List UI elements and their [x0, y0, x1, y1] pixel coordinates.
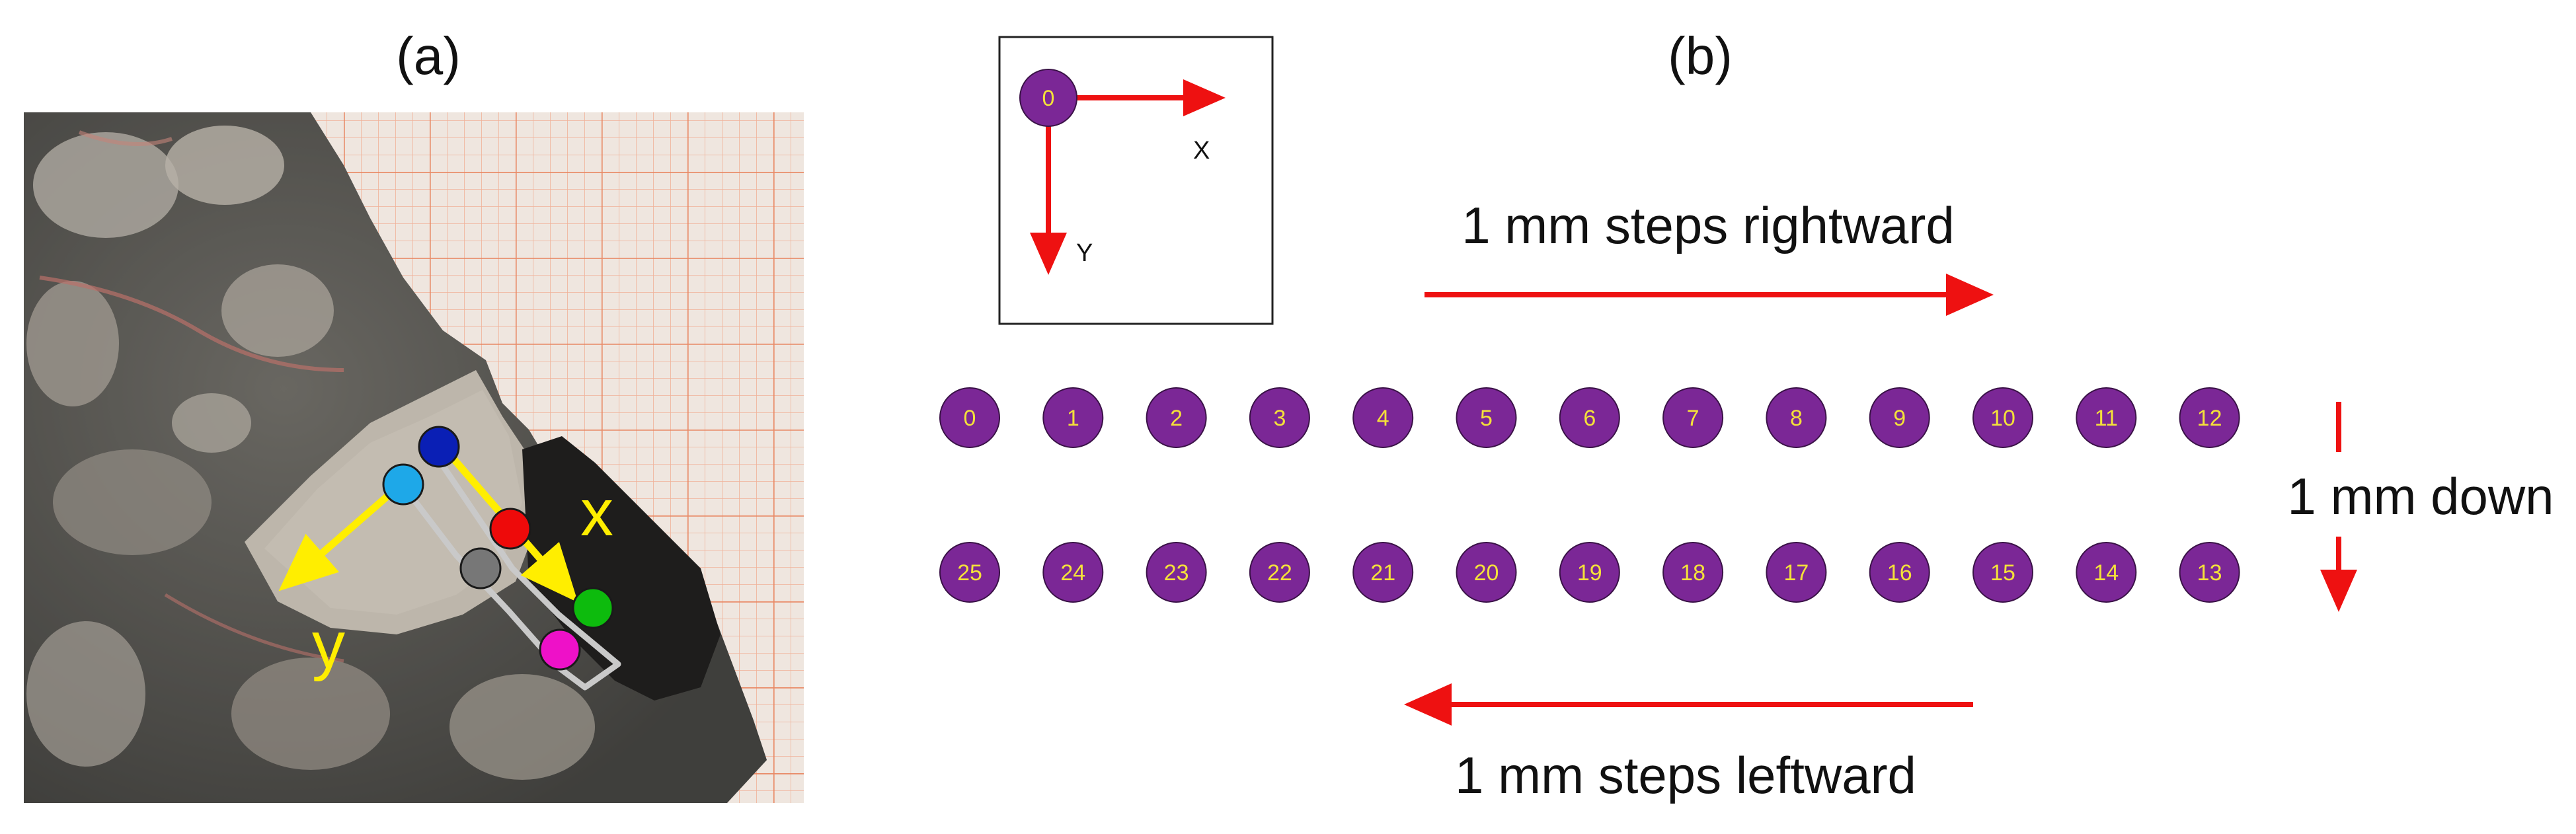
measurement-point-label-6: 6: [1583, 406, 1596, 431]
top-caption: 1 mm steps rightward: [1462, 196, 1955, 254]
measurement-point-21: [1352, 542, 1414, 603]
panel-a-label: (a): [396, 26, 461, 85]
inset-origin-dot: [1019, 69, 1077, 127]
measurement-point-19: [1559, 542, 1620, 603]
inset-x-label: X: [1193, 137, 1210, 165]
rock-photo: [24, 112, 804, 803]
measurement-point-25: [939, 542, 1000, 603]
measurement-point-22: [1249, 542, 1310, 603]
measurement-point-1: [1042, 387, 1104, 448]
inset-origin-label: 0: [1042, 86, 1055, 111]
measurement-point-11: [2076, 387, 2137, 448]
measurement-point-label-24: 24: [1060, 560, 1085, 586]
marker-gray: [459, 547, 502, 589]
measurement-point-18: [1662, 542, 1724, 603]
measurement-point-label-8: 8: [1790, 406, 1803, 431]
marker-blue: [418, 426, 460, 468]
marker-magenta: [539, 628, 581, 671]
right-caption: 1 mm down: [2287, 467, 2554, 525]
measurement-point-3: [1249, 387, 1310, 448]
measurement-point-label-9: 9: [1893, 406, 1906, 431]
measurement-point-label-13: 13: [2197, 560, 2222, 586]
measurement-point-16: [1869, 542, 1930, 603]
measurement-point-label-14: 14: [2093, 560, 2119, 586]
inset-y-label: Y: [1076, 239, 1093, 267]
measurement-point-label-5: 5: [1480, 406, 1493, 431]
measurement-point-label-23: 23: [1164, 560, 1189, 586]
measurement-row-2: 25 24 23 22 21 20 19 18 17 16 15 14 13: [939, 542, 2240, 603]
measurement-point-4: [1352, 387, 1414, 448]
measurement-point-24: [1042, 542, 1104, 603]
measurement-point-label-16: 16: [1887, 560, 1912, 586]
coordinate-inset: 0 X Y: [998, 36, 1274, 325]
measurement-point-label-17: 17: [1783, 560, 1809, 586]
measurement-point-label-1: 1: [1067, 406, 1079, 431]
measurement-point-7: [1662, 387, 1724, 448]
measurement-point-20: [1456, 542, 1517, 603]
measurement-point-label-21: 21: [1370, 560, 1395, 586]
measurement-point-label-19: 19: [1577, 560, 1602, 586]
measurement-point-5: [1456, 387, 1517, 448]
measurement-point-label-15: 15: [1990, 560, 2015, 586]
measurement-point-label-12: 12: [2197, 406, 2222, 431]
measurement-point-label-18: 18: [1680, 560, 1705, 586]
measurement-point-14: [2076, 542, 2137, 603]
marker-green: [572, 587, 614, 629]
measurement-point-label-22: 22: [1267, 560, 1292, 586]
measurement-point-label-10: 10: [1990, 406, 2015, 431]
measurement-point-label-3: 3: [1273, 406, 1286, 431]
measurement-point-9: [1869, 387, 1930, 448]
measurement-point-label-2: 2: [1170, 406, 1183, 431]
measurement-point-label-4: 4: [1377, 406, 1389, 431]
measurement-point-12: [2179, 387, 2240, 448]
measurement-point-label-25: 25: [957, 560, 982, 586]
measurement-point-13: [2179, 542, 2240, 603]
measurement-point-label-11: 11: [2095, 406, 2118, 431]
photo-y-label: y: [312, 608, 345, 682]
measurement-point-label-20: 20: [1474, 560, 1499, 586]
measurement-point-10: [1972, 387, 2033, 448]
measurement-point-6: [1559, 387, 1620, 448]
photo-y-axis-arrow: [278, 479, 406, 591]
measurement-point-17: [1766, 542, 1827, 603]
measurement-point-label-0: 0: [964, 406, 976, 431]
measurement-point-0: [939, 387, 1000, 448]
measurement-point-23: [1146, 542, 1207, 603]
bottom-caption: 1 mm steps leftward: [1455, 746, 1916, 804]
panel-b-label: (b): [1668, 26, 1733, 85]
measurement-point-label-7: 7: [1687, 406, 1699, 431]
measurement-point-2: [1146, 387, 1207, 448]
marker-red: [489, 508, 531, 550]
marker-light-blue: [382, 463, 424, 506]
measurement-point-8: [1766, 387, 1827, 448]
measurement-point-15: [1972, 542, 2033, 603]
photo-x-label: x: [580, 476, 613, 550]
